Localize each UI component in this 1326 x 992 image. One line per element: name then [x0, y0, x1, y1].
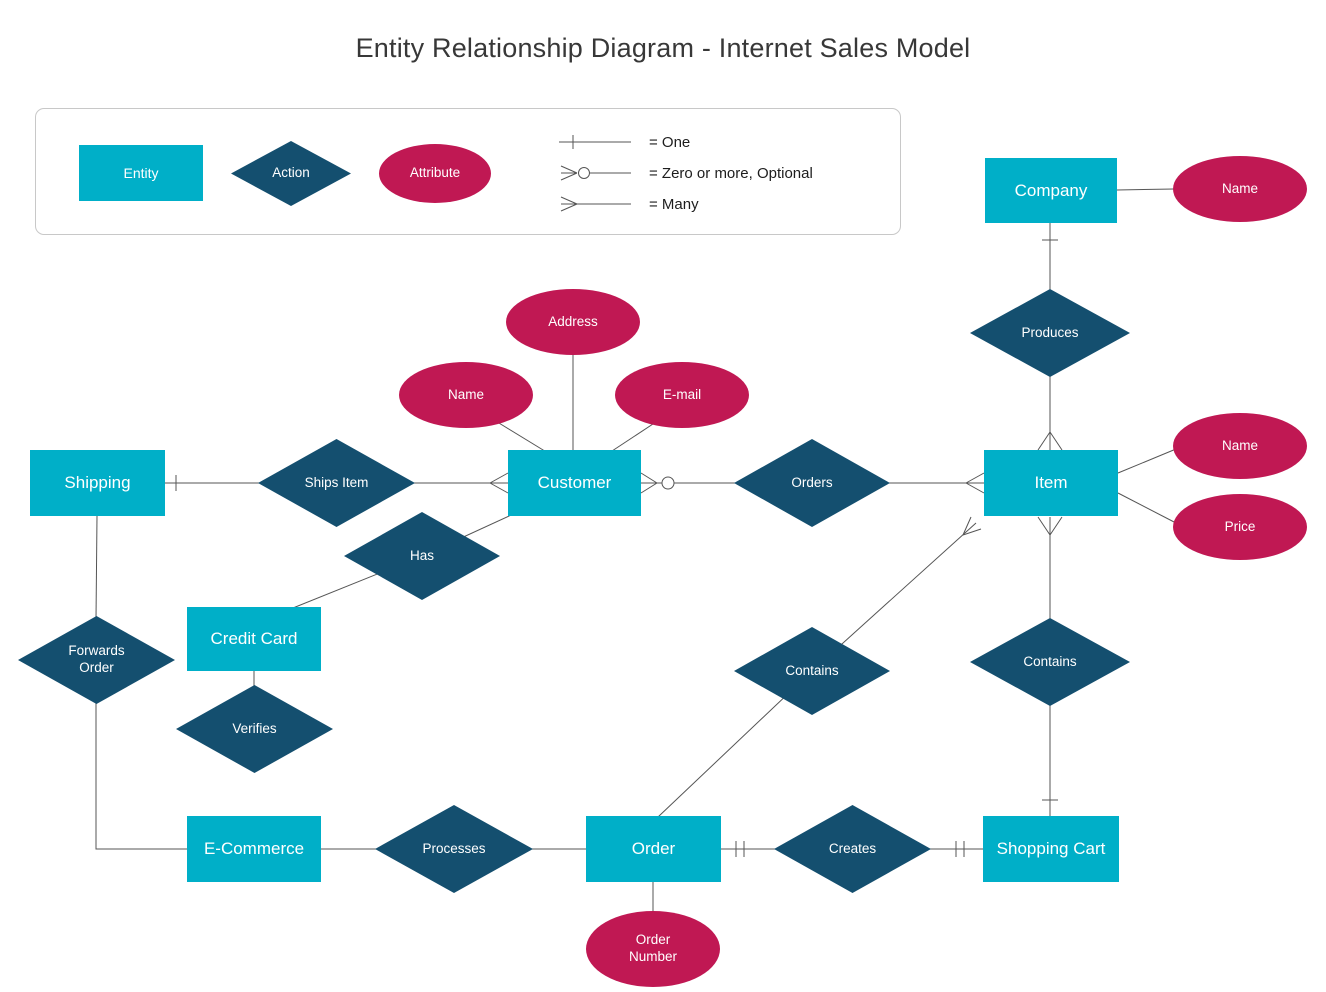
line-customer-email — [608, 419, 660, 454]
action-processes-label: Processes — [422, 840, 486, 856]
legend-attribute-sample: Attribute — [379, 144, 491, 203]
attribute-company-name: Name — [1173, 156, 1307, 222]
attribute-order-number-label: Order Number — [628, 932, 677, 964]
attribute-price: Price — [1173, 494, 1307, 560]
line-item-name — [1117, 448, 1177, 474]
legend-attribute-label: Attribute — [409, 165, 461, 181]
legend-zero-or-more-label: = Zero or more, Optional — [649, 164, 813, 182]
entity-order: Order — [586, 816, 721, 882]
action-ships-item-label: Ships Item — [304, 474, 369, 490]
entity-shopping-cart: Shopping Cart — [983, 816, 1119, 882]
attribute-address: Address — [506, 289, 640, 355]
zero-marker-customer-right — [661, 476, 675, 490]
action-orders-label: Orders — [791, 474, 833, 490]
legend-action-label: Action — [272, 165, 310, 181]
action-has-label: Has — [409, 547, 434, 563]
entity-credit-card: Credit Card — [187, 607, 321, 671]
many-marker-item-left — [965, 472, 985, 494]
one-marker-shoppingcart-left — [955, 841, 965, 857]
action-forwards-order-label: Forwards Order — [68, 643, 125, 675]
many-symbol-icon — [560, 196, 631, 212]
many-marker-item-diagonal — [962, 516, 982, 536]
line-shipping-forwardsorder — [95, 515, 98, 620]
attribute-order-number: Order Number — [586, 911, 720, 987]
cardinality-markers — [175, 239, 1063, 857]
legend-row-many: = Many — [557, 193, 699, 215]
many-marker-customer-left — [489, 472, 509, 494]
many-marker-item-top — [1037, 431, 1063, 451]
line-item-price — [1117, 492, 1177, 524]
line-forwardsorder-ecommerce — [95, 702, 187, 850]
entity-company: Company — [985, 158, 1117, 223]
attribute-email-label: E-mail — [662, 386, 702, 402]
attribute-email: E-mail — [615, 362, 749, 428]
one-symbol-icon — [559, 135, 631, 149]
many-marker-customer-right — [640, 472, 658, 494]
zero-or-more-symbol-icon — [560, 165, 631, 181]
entity-item: Item — [984, 450, 1118, 516]
legend-entity-sample: Entity — [79, 145, 203, 201]
action-produces-label: Produces — [1021, 324, 1079, 340]
attribute-item-name: Name — [1173, 413, 1307, 479]
attribute-company-name-label: Name — [1221, 180, 1258, 196]
legend-row-zero-or-more: = Zero or more, Optional — [557, 162, 813, 184]
one-marker-order-right — [735, 841, 745, 857]
attribute-customer-name-label: Name — [447, 386, 484, 402]
entity-ecommerce: E-Commerce — [187, 816, 321, 882]
action-creates-label: Creates — [828, 840, 877, 856]
many-marker-item-bottom — [1037, 516, 1063, 536]
legend-row-one: = One — [557, 131, 690, 153]
page-title: Entity Relationship Diagram - Internet S… — [355, 33, 971, 63]
action-contains-order-label: Contains — [785, 662, 839, 678]
relationship-lines — [95, 188, 1177, 914]
legend-one-label: = One — [649, 133, 691, 151]
action-contains-cart-label: Contains — [1023, 653, 1077, 669]
entity-customer: Customer — [508, 450, 641, 516]
legend-box: Entity Action Attribute = One = Z — [35, 108, 901, 235]
attribute-customer-name: Name — [399, 362, 533, 428]
legend-many-label: = Many — [649, 195, 699, 213]
attribute-address-label: Address — [548, 313, 598, 329]
legend-action-sample: Action — [231, 141, 351, 206]
entity-shipping: Shipping — [30, 450, 165, 516]
attribute-item-name-label: Name — [1221, 437, 1258, 453]
attribute-price-label: Price — [1224, 518, 1256, 534]
action-verifies-label: Verifies — [232, 720, 277, 736]
line-customer-name — [493, 419, 549, 454]
line-company-name — [1116, 188, 1175, 191]
